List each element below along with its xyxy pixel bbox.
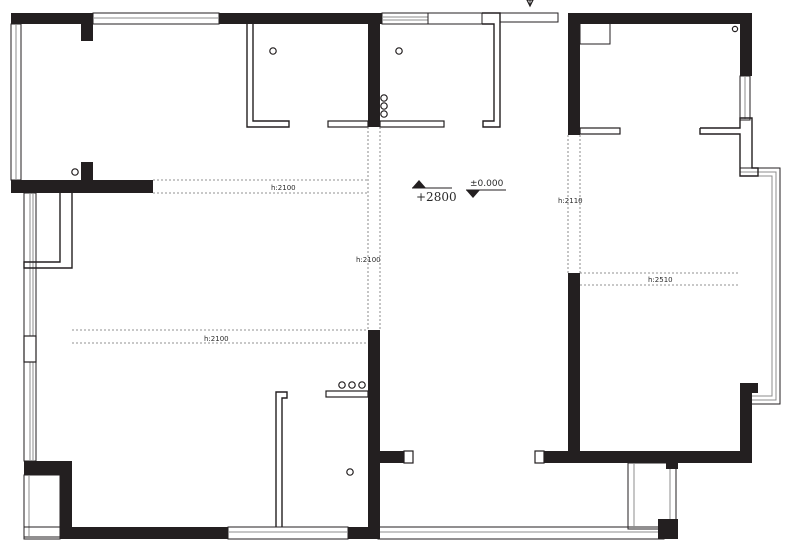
- bay-window-right: [740, 167, 781, 405]
- ceiling-height-label: h:2100: [356, 256, 381, 264]
- elevation-label-floor: ±0.000: [470, 179, 504, 189]
- ceiling-height-label: h:2510: [648, 276, 673, 284]
- window-bottom-middle: [227, 526, 349, 540]
- ceiling-dashed-lines: [72, 127, 740, 344]
- light-fixture: [731, 25, 739, 33]
- elevation-symbol-main: [412, 180, 452, 189]
- window-top-right: [499, 12, 559, 23]
- light-fixture: [395, 47, 403, 55]
- light-fixture: [338, 381, 346, 389]
- fixtures: [71, 25, 739, 476]
- light-fixture: [348, 381, 356, 389]
- partition-walls: [23, 12, 759, 527]
- ceiling-height-label: h:2110: [558, 197, 583, 205]
- elevation-label-main: +2800: [416, 190, 457, 204]
- light-fixture: [380, 94, 388, 102]
- light-fixture: [71, 168, 79, 176]
- light-fixture: [269, 47, 277, 55]
- ceiling-height-label: h:2100: [271, 184, 296, 192]
- ceiling-height-label: h:2100: [204, 335, 229, 343]
- window-bottom-right: [377, 526, 665, 540]
- elevation-symbol-floor: [466, 189, 506, 198]
- light-fixture: [380, 110, 388, 118]
- light-fixture: [358, 381, 366, 389]
- light-fixture: [380, 102, 388, 110]
- structural-walls: [11, 13, 758, 539]
- entrance-marker-icon: [526, 0, 534, 8]
- light-fixture: [346, 468, 354, 476]
- window-top-middle: [381, 12, 429, 25]
